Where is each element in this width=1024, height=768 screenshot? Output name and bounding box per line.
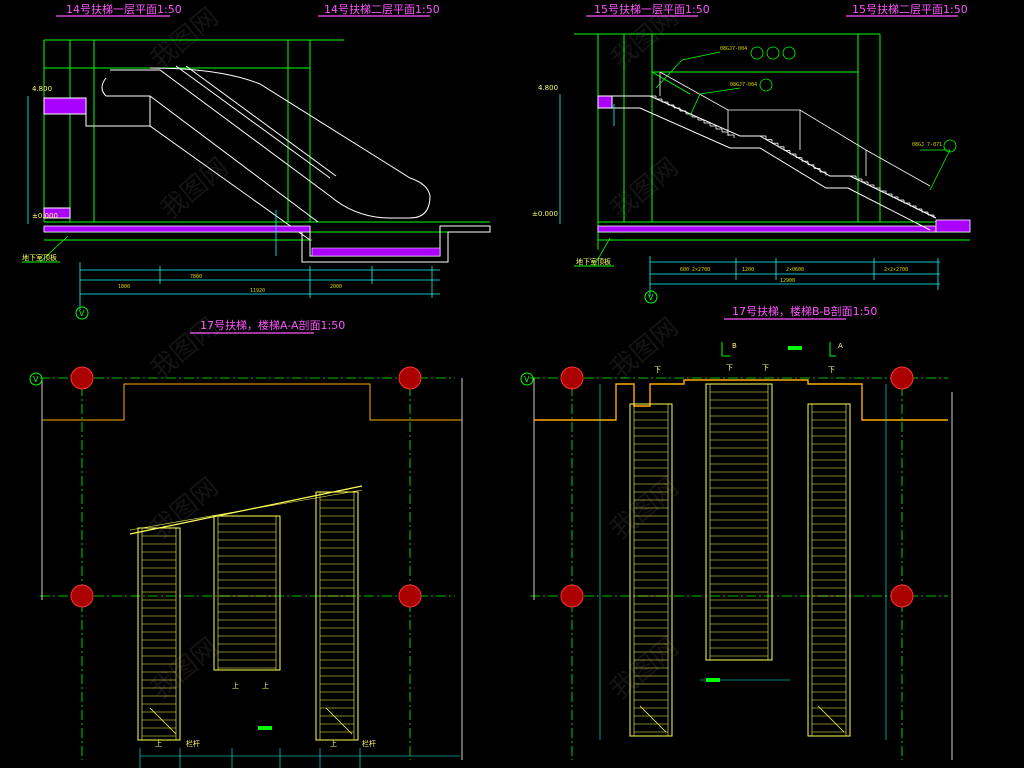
svg-text:08GJ7-004: 08GJ7-004 bbox=[730, 82, 757, 88]
watermark-text-5: 我图网 bbox=[145, 312, 224, 385]
svg-text:2×0600: 2×0600 bbox=[786, 267, 804, 273]
svg-text:1200: 1200 bbox=[742, 267, 754, 273]
escalator-units-bb bbox=[629, 383, 851, 737]
watermark-text-4: 我图网 bbox=[605, 152, 684, 225]
section-mark-b: B bbox=[732, 342, 737, 350]
up-label-aa-4: 上 bbox=[262, 681, 269, 690]
escalator-15-section: 15号扶梯一层平面1:50 15号扶梯二层平面1:50 bbox=[532, 2, 971, 304]
title-esc14-plan2: 14号扶梯二层平面1:50 bbox=[324, 2, 440, 16]
up-label-aa-1: 上 bbox=[155, 739, 162, 748]
elevation-right-top: 4.800 bbox=[538, 84, 558, 92]
svg-text:7800: 7800 bbox=[190, 274, 202, 280]
up-label-aa-2: 上 bbox=[330, 739, 337, 748]
elevation-left-bottom: ±0.000 bbox=[32, 212, 58, 220]
svg-text:600 2×2700: 600 2×2700 bbox=[680, 267, 710, 273]
axis-v-bubble-1: V bbox=[79, 309, 85, 318]
escalator-17-section-aa: 17号扶梯，楼梯A-A剖面1:50 V bbox=[29, 318, 463, 768]
axis-v-bubble-3: V bbox=[33, 375, 39, 384]
down-label-bb-3: 下 bbox=[762, 364, 769, 372]
basement-label-left: 地下室顶板 bbox=[22, 253, 57, 262]
down-label-bb-1: 下 bbox=[654, 366, 661, 374]
escalator-units-aa bbox=[137, 491, 359, 741]
stair-steps-15 bbox=[650, 95, 935, 218]
svg-text:12900: 12900 bbox=[780, 278, 795, 284]
watermark-text-9: 我图网 bbox=[145, 632, 224, 705]
basement-label-right: 地下室顶板 bbox=[576, 257, 611, 266]
axis-v-bubble-2: V bbox=[648, 293, 654, 302]
watermark-text-2: 我图网 bbox=[155, 152, 234, 225]
note-right: 栏杆 bbox=[362, 739, 376, 748]
svg-text:11920: 11920 bbox=[250, 288, 265, 294]
escalator-17-section-bb: 17号扶梯，楼梯B-B剖面1:50 V B A bbox=[520, 304, 953, 760]
title-esc17-aa: 17号扶梯，楼梯A-A剖面1:50 bbox=[200, 318, 345, 332]
title-esc14-plan1: 14号扶梯一层平面1:50 bbox=[66, 2, 182, 16]
svg-text:1800: 1800 bbox=[118, 284, 130, 290]
section-mark-a: A bbox=[838, 342, 843, 350]
elevation-right-bottom: ±0.000 bbox=[532, 210, 558, 218]
watermark-text-7: 我图网 bbox=[145, 472, 224, 545]
down-label-bb-4: 下 bbox=[828, 366, 835, 374]
down-label-bb-2: 下 bbox=[726, 364, 733, 372]
svg-text:08GJ7-004: 08GJ7-004 bbox=[720, 46, 747, 52]
axis-v-bubble-4: V bbox=[524, 375, 530, 384]
note-left: 栏杆 bbox=[186, 739, 200, 748]
title-esc15-plan1: 15号扶梯一层平面1:50 bbox=[594, 2, 710, 16]
svg-text:2×2×2700: 2×2×2700 bbox=[884, 267, 908, 273]
title-esc17-bb: 17号扶梯，楼梯B-B剖面1:50 bbox=[732, 304, 877, 318]
escalator-14-section: 14号扶梯一层平面1:50 14号扶梯二层平面1:50 bbox=[22, 2, 491, 320]
elevation-left-top: 4.800 bbox=[32, 85, 52, 93]
svg-text:2000: 2000 bbox=[330, 284, 342, 290]
watermark-text-6: 我图网 bbox=[605, 312, 684, 385]
svg-text:08GJ 7-071: 08GJ 7-071 bbox=[912, 142, 942, 148]
title-esc15-plan2: 15号扶梯二层平面1:50 bbox=[852, 2, 968, 16]
up-label-aa-3: 上 bbox=[232, 681, 239, 690]
